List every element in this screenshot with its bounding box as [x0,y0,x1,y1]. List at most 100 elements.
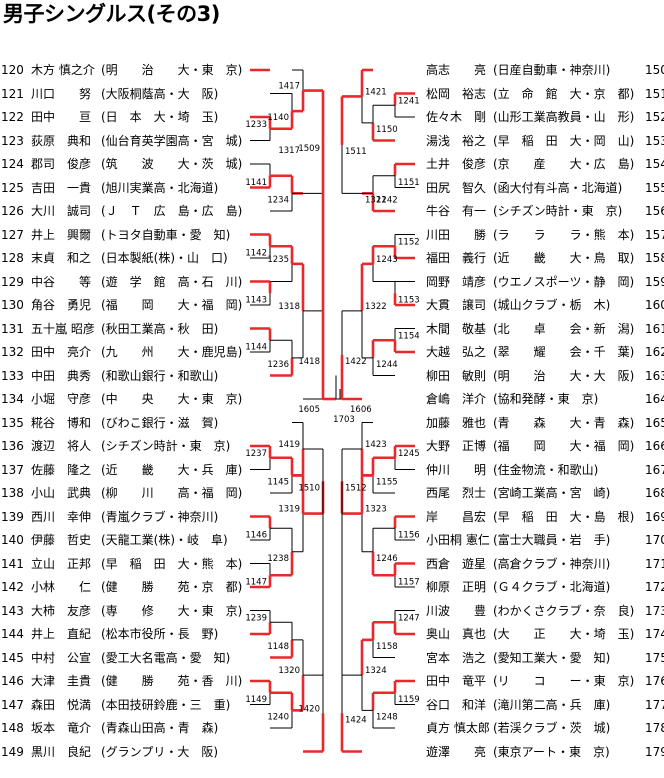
match-number-label: 1248 [376,712,398,722]
player-affiliation: (日本製紙(株)・山 口) [101,251,228,265]
player-name: 柳原 正明 [426,580,487,594]
match-number-label: 1140 [267,113,289,123]
player-affiliation: (青 森 大・青 森) [493,415,635,430]
player-affiliation: (福 岡 大・福 岡) [101,298,243,312]
player-name: 宮本 浩之 [426,650,487,665]
player-affiliation: (協和発酵・東 京) [493,392,599,406]
player-affiliation: (わかくさクラブ・奈 良) [493,603,635,618]
right-player-row: 佐々木 剛(山形工業高教員・山 形)152 [405,107,664,128]
player-name: 立山 正邦 [31,556,92,571]
right-player-row: 大野 正博(福 岡 大・福 岡)166 [405,436,664,457]
player-name: 川口 努 [31,86,92,101]
player-number: 133 [1,368,24,383]
player-affiliation: (明 治 大・東 京) [101,63,243,77]
match-number-label: 1144 [245,342,267,352]
player-name: 中村 公宣 [31,650,92,665]
player-name: 田中 竜平 [426,674,487,688]
player-affiliation: (Ｇ４クラブ・北海道) [493,580,611,594]
player-affiliation: (グランプリ・大 阪) [101,744,219,759]
player-name: 倉嶋 洋介 [426,392,487,406]
player-number: 161 [645,321,664,336]
player-name: 荻原 典和 [31,133,92,148]
player-name: 西尾 烈士 [426,486,487,500]
player-affiliation: (早 稲 田 大・岡 山) [493,133,635,148]
player-name: 木間 敬基 [426,321,487,336]
player-number: 159 [645,274,664,289]
player-number: 139 [1,509,24,524]
player-affiliation: (高倉クラブ・神奈川) [493,556,611,571]
player-name: 小堀 守彦 [31,392,92,406]
match-number-label: 1605 [298,405,320,415]
match-number-label: 1423 [365,440,387,450]
player-affiliation: (シチズン時計・東 京) [493,204,623,218]
player-name: 貞方 慎太郎 [426,721,490,735]
player-name: 谷口 和洋 [426,697,487,712]
match-number-label: 1151 [398,178,420,188]
player-name: 五十嵐 昭彦 [31,321,95,336]
right-player-row: 宮本 浩之 (愛知工業大・愛 知) 175 [405,648,664,669]
match-number-label: 1241 [398,96,420,106]
player-affiliation: (明 治 大・大 阪) [493,368,635,383]
right-player-row: 奥山 真也(大 正 大・埼 玉)174 [405,624,664,645]
player-name: 岡野 靖彦 [426,274,487,289]
player-number: 167 [645,462,664,477]
player-name: 佐藤 隆之 [31,462,92,477]
match-number-label: 1235 [267,255,289,265]
player-affiliation: (青森山田高・青 森) [101,721,219,735]
right-player-row: 谷口 和洋(滝川第二高・兵 庫)177 [405,695,664,716]
player-affiliation: (筑 波 大・茨 城) [101,157,243,171]
player-number: 141 [1,556,24,571]
player-affiliation: (早 稲 田 大・島 根) [493,509,635,524]
player-affiliation: (リ コ ー・東 京) [493,674,635,688]
player-affiliation: (本田技研鈴鹿・三 重) [101,697,231,712]
match-number-label: 1158 [376,642,398,652]
player-affiliation: (シチズン時計・東 京) [101,439,231,453]
match-number-label: 1322 [365,302,387,312]
player-number: 157 [645,227,664,242]
match-number-label: 1324 [365,666,387,676]
player-affiliation: (柳 川 高・福 岡) [101,486,243,500]
match-number-label: 1150 [376,125,398,135]
match-number-label: 1247 [398,613,420,623]
player-number: 126 [1,204,24,218]
player-affiliation: (ラ ラ ラ・熊 本) [493,227,635,242]
player-name: 小田桐 憲仁 [426,533,490,547]
player-affiliation: (城山クラブ・栃 木) [493,298,611,312]
player-number: 175 [645,650,664,665]
match-number-label: 1233 [245,120,267,130]
right-player-row: 西尾 烈士(宮崎工業高・宮 崎)168 [405,483,664,504]
match-number-label: 1159 [398,695,420,705]
player-number: 171 [645,556,664,571]
player-affiliation: (翠 耀 会・千 葉) [493,345,635,359]
player-affiliation: (大阪桐蔭高・大 阪) [101,86,219,101]
player-affiliation: (近 畿 大・兵 庫) [101,462,243,477]
player-affiliation: (若渓クラブ・茨 城) [493,721,611,735]
right-player-row: 高志 亮(日産自動車・神奈川)150 [405,60,664,81]
player-number: 145 [1,650,24,665]
player-number: 165 [645,415,664,430]
page-title: 男子シングルス(その3) [3,2,220,26]
match-number-label: 1149 [245,695,267,705]
player-affiliation: (北 卓 会・新 潟) [493,321,635,336]
player-number: 136 [1,439,24,453]
match-number-label: 1146 [245,530,267,540]
player-name: 土井 俊彦 [426,157,487,171]
player-number: 177 [645,697,664,712]
right-player-row: 貞方 慎太郎(若渓クラブ・茨 城)178 [405,718,664,739]
player-number: 170 [645,533,664,547]
player-name: 田中 亘 [31,110,92,124]
player-name: 大川 誠司 [31,204,92,218]
match-number-label: 1419 [278,440,300,450]
player-affiliation: (松本市役所・長 野) [101,627,219,641]
right-player-row: 川田 勝(ラ ラ ラ・熊 本)157 [405,225,664,246]
player-name: 福田 義行 [426,251,487,265]
player-affiliation: (愛知工業大・愛 知) [493,650,611,665]
